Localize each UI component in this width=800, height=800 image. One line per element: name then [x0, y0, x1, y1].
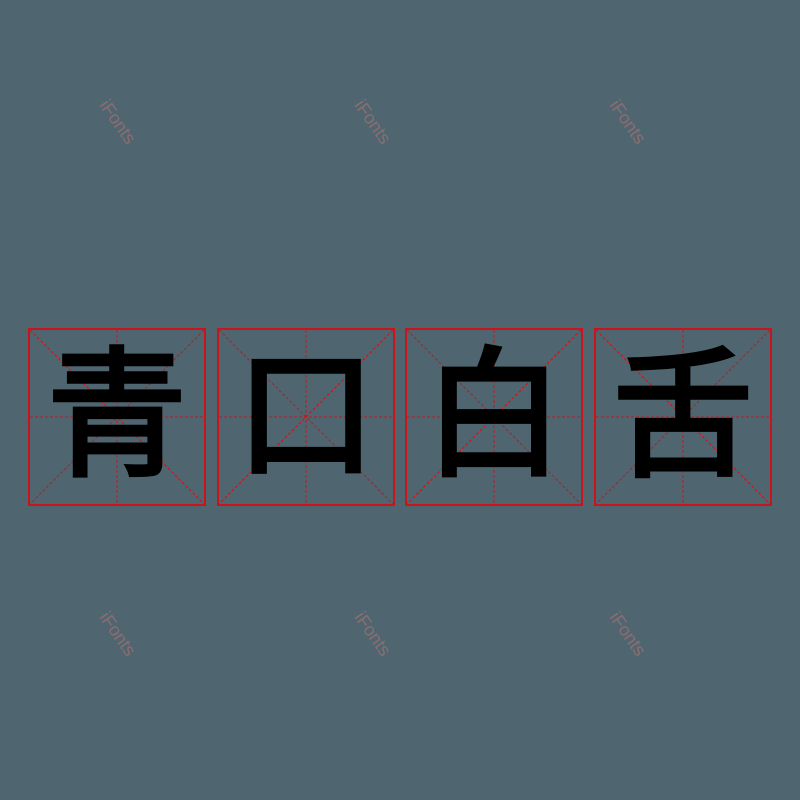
watermark: iFonts: [95, 608, 141, 660]
watermark: iFonts: [95, 96, 141, 148]
rice-grid-icon: [30, 330, 204, 504]
character-cell-2: 口: [217, 328, 395, 506]
character-glyph: 口: [235, 335, 376, 498]
watermark: iFonts: [350, 608, 396, 660]
watermark: iFonts: [605, 608, 651, 660]
watermark: iFonts: [350, 96, 396, 148]
character-glyph: 白: [423, 335, 564, 498]
rice-grid-icon: [407, 330, 581, 504]
character-cell-1: 青: [28, 328, 206, 506]
character-cell-4: 舌: [594, 328, 772, 506]
character-glyph: 舌: [612, 335, 753, 498]
rice-grid-icon: [596, 330, 770, 504]
watermark: iFonts: [605, 96, 651, 148]
rice-grid-icon: [219, 330, 393, 504]
character-glyph: 青: [46, 335, 187, 498]
character-cell-3: 白: [405, 328, 583, 506]
